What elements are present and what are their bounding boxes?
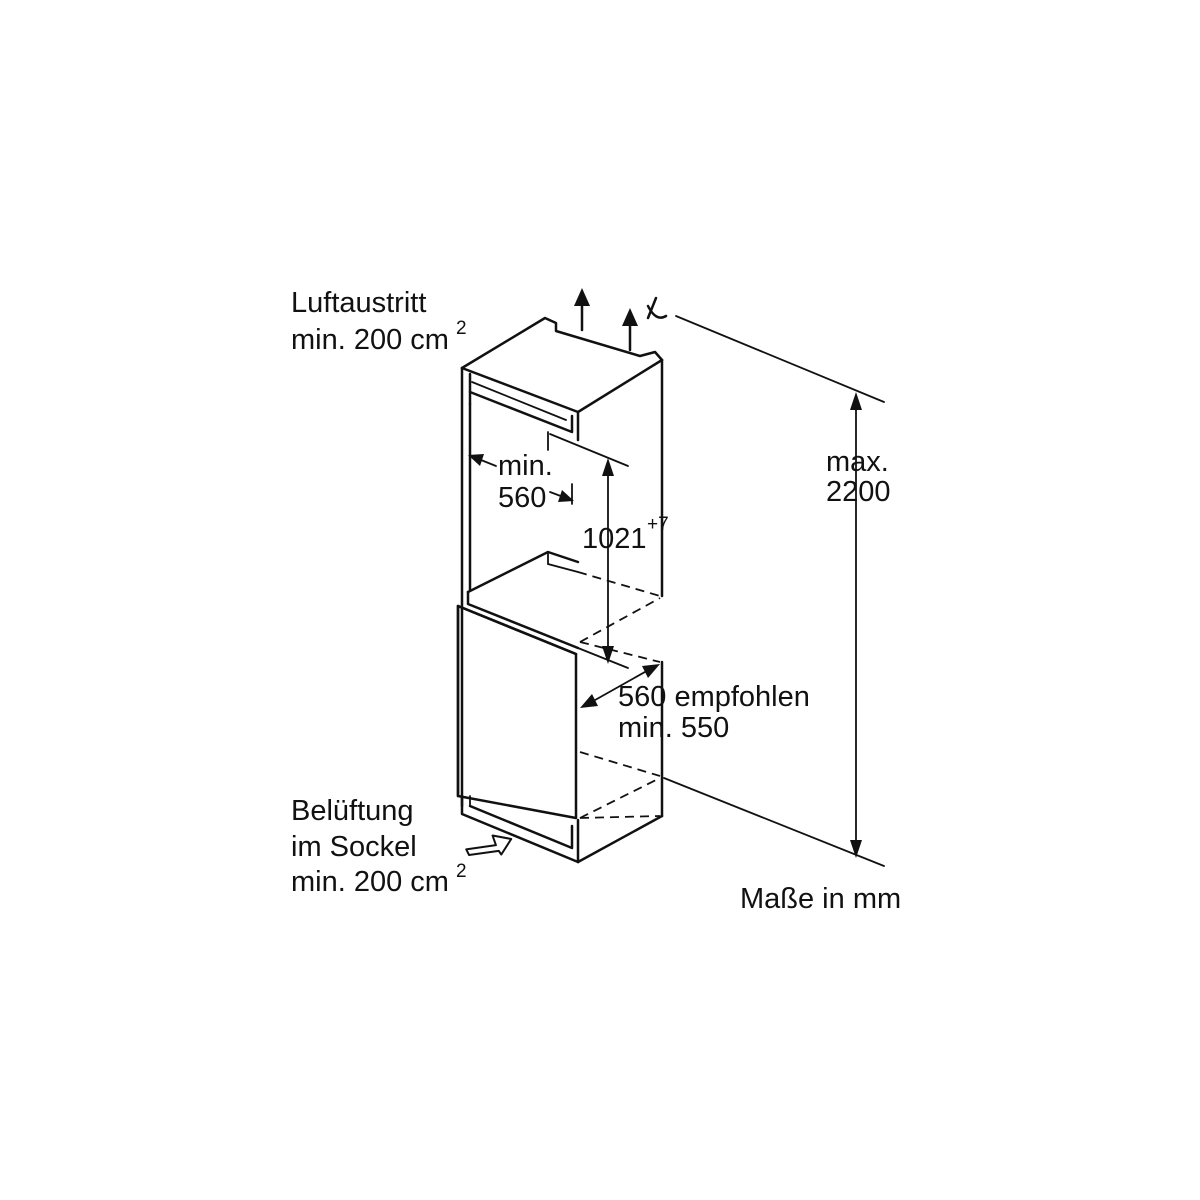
depth-line: [587, 667, 653, 705]
base-vent-value: min. 200 cm: [291, 866, 449, 898]
niche-width-dimension: [468, 454, 574, 505]
niche-width-value: 560: [498, 482, 546, 514]
dashed-lower-top: [579, 751, 661, 777]
arrow-up-icon: [622, 308, 638, 352]
base-vent-location: im Sockel: [291, 831, 417, 863]
break-mark-icon: [646, 296, 668, 320]
cabinet-top-face: [460, 316, 664, 370]
arrow-up-icon: [574, 288, 590, 332]
arrowhead-right-icon: [642, 664, 660, 678]
cabinet-bottom-right-edge: [576, 814, 664, 864]
extension-line-top: [675, 315, 885, 403]
dashed-upper-back: [579, 641, 661, 663]
air-outlet-unit-superscript: 2: [456, 318, 467, 339]
arrowhead-down-icon: [850, 840, 862, 858]
arrowhead-right-icon: [558, 490, 574, 502]
niche-height-value: 1021: [582, 523, 647, 555]
niche-height-dimension: [549, 433, 629, 669]
depth-min-label: min. 550: [618, 712, 729, 744]
cabinet-top-front-edge: [460, 366, 580, 414]
appliance-top-edge: [456, 604, 578, 656]
base-vent-label: Belüftung: [291, 795, 414, 827]
height-extension-top: [549, 433, 629, 467]
max-height-label: max.: [826, 446, 889, 478]
appliance-front-panel: [456, 604, 578, 820]
air-outlet-value: min. 200 cm: [291, 324, 449, 356]
upper-opening-rail: [471, 381, 567, 421]
cabinet-housing: [460, 316, 664, 864]
depth-dimension: [580, 664, 660, 708]
dashed-lower-back: [579, 815, 661, 819]
niche-shelf-back-line: [547, 551, 579, 573]
upper-opening-frame: [468, 372, 574, 434]
plinth-inner: [468, 804, 574, 850]
niche-width-label: min.: [498, 450, 553, 482]
units-note: Maße in mm: [740, 883, 901, 915]
cabinet-top-back-edge: [576, 358, 664, 414]
plinth-left-edge: [460, 794, 580, 864]
dashed-lower-diagonal: [579, 777, 661, 819]
depth-recommended-label: 560 empfohlen: [618, 681, 810, 713]
base-vent-unit-superscript: 2: [456, 861, 467, 882]
dashed-upper-diagonal: [579, 597, 661, 643]
niche-shelf-front: [466, 590, 580, 650]
appliance-body: [456, 604, 578, 820]
dashed-upper-top: [577, 571, 661, 597]
arrow-right-hollow-icon: [465, 834, 513, 857]
arrowhead-up-icon: [850, 392, 862, 410]
niche-dashed-outline: [577, 571, 661, 819]
arrowhead-left-icon: [468, 454, 484, 466]
air-outlet-arrows: [574, 288, 668, 352]
max-height-value: 2200: [826, 476, 891, 508]
arrowhead-up-icon: [602, 458, 614, 476]
niche-height-tolerance: +7: [647, 514, 669, 535]
extension-line-bottom: [663, 777, 885, 867]
max-height-dimension: [663, 315, 885, 867]
arrowhead-down-icon: [602, 646, 614, 664]
height-extension-bottom: [577, 647, 629, 669]
air-outlet-label: Luftaustritt: [291, 287, 426, 319]
niche-shelf-top: [466, 550, 580, 594]
arrowhead-left-icon: [580, 694, 598, 708]
